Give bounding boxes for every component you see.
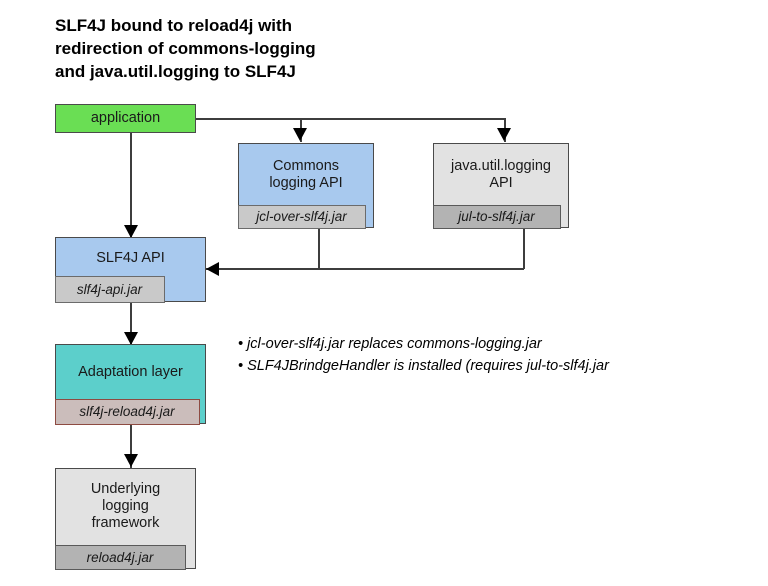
- arrowhead-apis-to-slf4j: [206, 262, 219, 276]
- arrowhead-adaptation-to-framework: [124, 454, 138, 467]
- bullet-icon: •: [238, 336, 244, 352]
- node-adaptation-layer[interactable]: Adaptation layer slf4j-reload4j.jar: [54, 344, 206, 425]
- jar-chip-slf4j-api: slf4j-api.jar: [54, 275, 165, 303]
- node-commons-logging-api[interactable]: Commons logging API jcl-over-slf4j.jar: [237, 143, 374, 229]
- node-application[interactable]: application: [55, 104, 196, 133]
- jar-chip-jul-to-slf4j: jul-to-slf4j.jar: [432, 204, 561, 229]
- jar-chip-reload4j-label: reload4j.jar: [86, 549, 154, 565]
- jar-chip-jcl-over-slf4j: jcl-over-slf4j.jar: [237, 204, 366, 229]
- jar-chip-slf4j-api-label: slf4j-api.jar: [76, 281, 143, 297]
- diagram-title: SLF4J bound to reload4j with redirection…: [55, 16, 316, 81]
- arrowhead-slf4j-to-adaptation: [124, 332, 138, 345]
- node-adaptation-layer-label: Adaptation layer: [78, 363, 183, 380]
- jar-chip-slf4j-reload4j-label: slf4j-reload4j.jar: [79, 404, 175, 419]
- connector-jul-down: [523, 228, 525, 269]
- node-java-util-logging-api-label: java.util.logging API: [451, 157, 551, 191]
- jar-chip-reload4j: reload4j.jar: [54, 544, 186, 570]
- arrowhead-trunk-to-commons: [293, 128, 307, 141]
- connector-app-to-trunk: [196, 118, 505, 120]
- arrowhead-app-to-slf4j: [124, 225, 138, 238]
- bullet-icon: •: [238, 358, 244, 374]
- node-slf4j-api-label: SLF4J API: [96, 250, 165, 266]
- node-slf4j-api[interactable]: SLF4J API slf4j-api.jar: [54, 237, 206, 303]
- connector-commons-down: [318, 228, 320, 269]
- jar-chip-jul-to-slf4j-label: jul-to-slf4j.jar: [458, 209, 535, 224]
- connector-slf4j-to-adaptation: [130, 302, 132, 344]
- connector-adaptation-to-framework: [130, 424, 132, 468]
- node-underlying-logging-framework-label: Underlying logging framework: [90, 481, 161, 531]
- notes-list: •jcl-over-slf4j.jar replaces commons-log…: [238, 333, 768, 377]
- jar-chip-slf4j-reload4j: slf4j-reload4j.jar: [54, 398, 200, 425]
- connector-commons-to-slf4j: [206, 268, 320, 270]
- note-item-2-text: SLF4JBrindgeHandler is installed (requir…: [247, 358, 609, 374]
- jar-chip-jcl-over-slf4j-label: jcl-over-slf4j.jar: [256, 209, 347, 224]
- node-application-label: application: [90, 110, 161, 126]
- connector-jul-to-slf4j: [318, 268, 524, 270]
- node-underlying-logging-framework[interactable]: Underlying logging framework reload4j.ja…: [54, 468, 196, 570]
- connector-app-to-slf4j: [130, 133, 132, 239]
- note-item-2: •SLF4JBrindgeHandler is installed (requi…: [238, 355, 768, 377]
- node-commons-logging-api-label: Commons logging API: [269, 157, 343, 191]
- arrowhead-trunk-to-jul: [497, 128, 511, 141]
- note-item-1-text: jcl-over-slf4j.jar replaces commons-logg…: [247, 336, 542, 352]
- note-item-1: •jcl-over-slf4j.jar replaces commons-log…: [238, 333, 768, 355]
- node-java-util-logging-api[interactable]: java.util.logging API jul-to-slf4j.jar: [432, 143, 569, 229]
